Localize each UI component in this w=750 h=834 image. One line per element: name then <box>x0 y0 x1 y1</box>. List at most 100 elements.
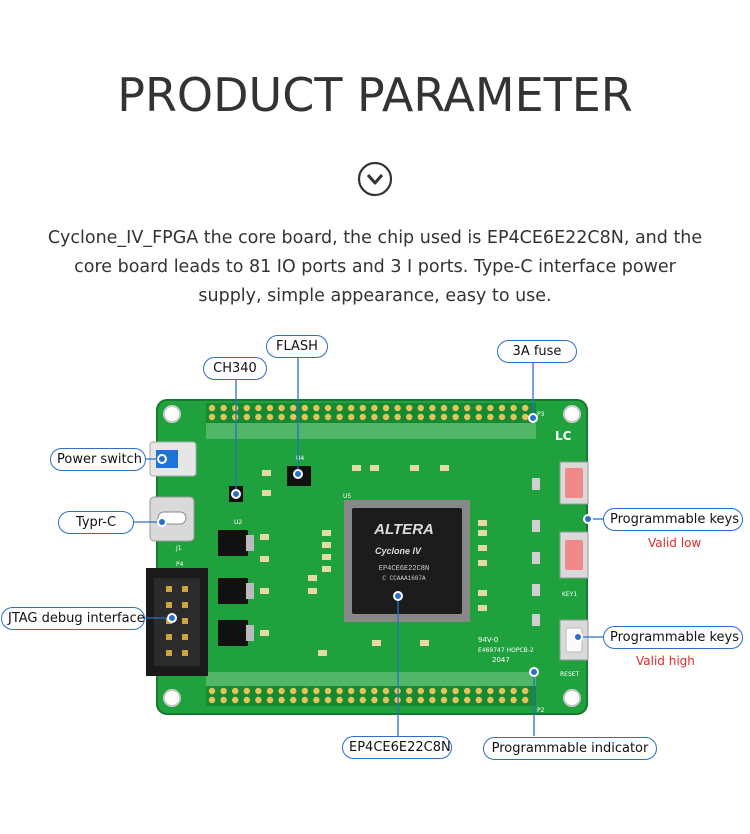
smd-component <box>260 588 269 594</box>
header-pin <box>359 413 366 421</box>
header-pin <box>208 404 216 412</box>
programmable-key-1 <box>559 461 589 505</box>
header-pin <box>266 404 274 412</box>
smd-component <box>420 640 429 646</box>
callout-power-switch: Power switch <box>50 448 146 471</box>
header-pin <box>510 687 517 695</box>
header-pin <box>475 687 482 695</box>
voltage-regulators <box>218 530 254 646</box>
callout-prog-keys-1: Programmable keys <box>603 508 743 531</box>
callout-prog-keys-2: Programmable keys <box>603 626 743 649</box>
header-pin <box>371 696 378 704</box>
header-pin <box>348 687 355 695</box>
mounting-holes <box>163 405 581 707</box>
label-valid-high: Valid high <box>636 654 695 668</box>
jtag-pin <box>182 650 188 656</box>
header-pin <box>208 687 216 695</box>
header-pin <box>510 413 517 421</box>
smd-component <box>262 470 271 476</box>
silk-key1: KEY1 <box>562 591 577 598</box>
header-pin <box>220 696 227 704</box>
header-pin <box>487 696 494 704</box>
header-pin <box>348 404 355 412</box>
silk-p2: P2 <box>537 707 545 714</box>
jtag-pin <box>182 586 188 592</box>
header-pin <box>243 696 250 704</box>
header-pin <box>278 404 285 412</box>
header-pin <box>440 687 448 695</box>
board-logo: LC <box>555 429 572 443</box>
header-pin <box>452 413 459 421</box>
header-pin <box>313 404 320 412</box>
header-pin <box>301 413 308 421</box>
header-pin <box>266 696 274 704</box>
header-pin <box>510 404 517 412</box>
silk-u5: U5 <box>343 493 351 500</box>
header-pin <box>417 696 424 704</box>
page-title: PRODUCT PARAMETER <box>117 68 633 122</box>
smd-component <box>318 650 327 656</box>
header-pin <box>255 687 262 695</box>
smd-component <box>478 545 487 551</box>
smd-component <box>372 640 381 646</box>
header-pin <box>417 404 424 412</box>
header-pin <box>498 696 506 704</box>
header-pin <box>336 404 343 412</box>
header-pin <box>382 687 390 695</box>
header-pin <box>301 404 308 412</box>
header-pin <box>336 687 343 695</box>
jtag-pin <box>166 586 172 592</box>
smd-component <box>262 490 271 496</box>
header-pin <box>429 404 436 412</box>
header-pin <box>359 404 366 412</box>
header-pin <box>394 404 401 412</box>
smd-component <box>478 605 487 611</box>
header-pin <box>522 404 529 412</box>
header-pin <box>406 413 413 421</box>
header-pin <box>313 696 320 704</box>
header-pin <box>232 696 239 704</box>
header-pin <box>429 696 436 704</box>
header-pin <box>440 404 448 412</box>
header-pin <box>301 696 308 704</box>
header-pin <box>348 696 355 704</box>
header-pin <box>406 687 413 695</box>
product-description: Cyclone_IV_FPGA the core board, the chip… <box>40 224 710 311</box>
smd-component <box>322 542 331 548</box>
jtag-pin <box>182 602 188 608</box>
header-pin <box>313 687 320 695</box>
header-pin <box>452 696 459 704</box>
jtag-pin <box>166 602 172 608</box>
header-pin <box>522 696 529 704</box>
header-pin <box>487 413 494 421</box>
header-p2 <box>206 672 536 706</box>
header-pin <box>498 687 506 695</box>
header-pin <box>498 413 506 421</box>
header-pin <box>464 696 471 704</box>
header-pin <box>290 687 297 695</box>
header-pin <box>452 404 459 412</box>
chip-code-text: C CCAAA1607A <box>382 575 426 582</box>
silk-e: E469747 HOPCB-2 <box>478 647 534 654</box>
callout-ch340: CH340 <box>203 357 267 380</box>
header-pin <box>464 687 471 695</box>
callout-fuse: 3A fuse <box>497 340 577 363</box>
header-pin <box>301 687 308 695</box>
smd-component <box>260 556 269 562</box>
header-pin <box>255 404 262 412</box>
chevron-down-circle-icon <box>357 161 393 197</box>
header-pin <box>232 687 239 695</box>
header-pin <box>313 413 320 421</box>
leader-dots <box>157 413 593 677</box>
header-pin <box>220 687 227 695</box>
silk-u2: U2 <box>234 519 242 526</box>
header-pin <box>406 696 413 704</box>
header-pin <box>290 696 297 704</box>
header-pin <box>324 404 332 412</box>
silk-reset: RESET <box>560 671 580 678</box>
smd-component <box>478 530 487 536</box>
led-row <box>532 478 540 626</box>
description-line: Cyclone_IV_FPGA the core board, the chip… <box>47 228 703 248</box>
header-pin <box>359 687 366 695</box>
smd-component <box>322 566 331 572</box>
